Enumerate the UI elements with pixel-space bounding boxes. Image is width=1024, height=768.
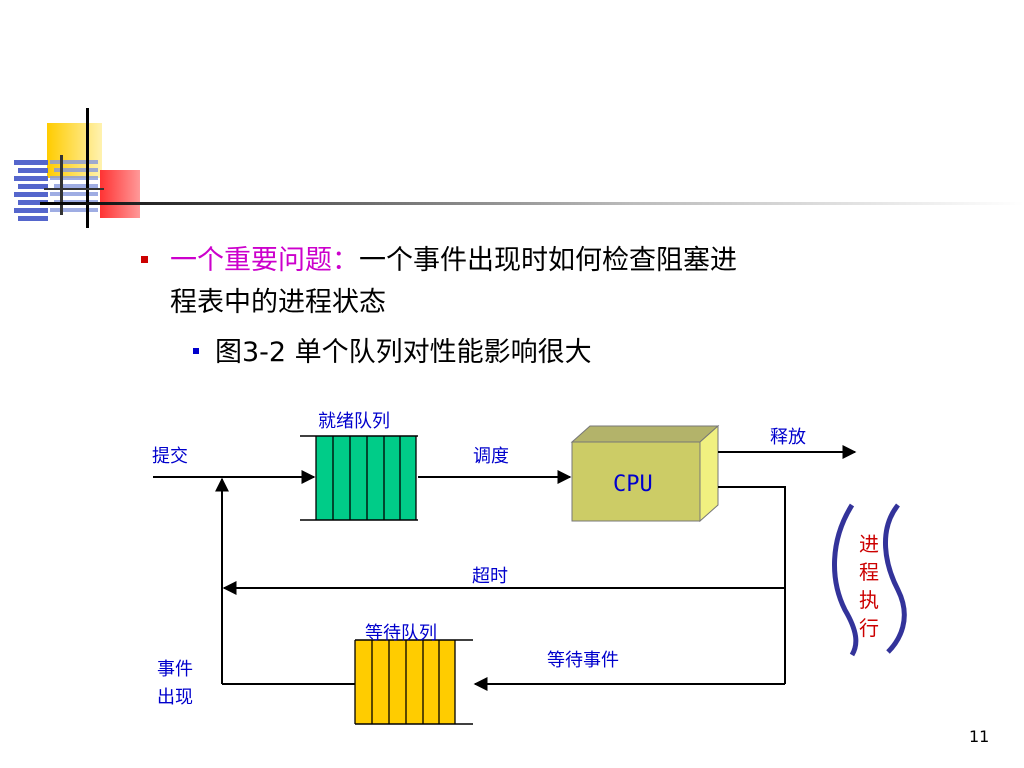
process-exec-char-4: 行 [859,616,879,640]
process-exec-char-3: 执 [859,588,879,612]
bullet-1-line-2: 程表中的进程状态 [170,287,386,318]
submit-label: 提交 [152,446,188,467]
process-exec-char-2: 程 [859,560,879,584]
bullet-1-text: 一个事件出现时如何检查阻塞进 [359,245,737,276]
ready-queue-label: 就绪队列 [318,411,390,432]
bullet-marker-1 [141,256,148,263]
dispatch-label: 调度 [473,446,509,467]
event-occurs-label-1: 事件 [157,659,193,680]
wait-queue-label: 等待队列 [365,623,437,644]
bullet-1-highlight: 一个重要问题： [170,245,359,276]
header-decoration-graphic [14,108,1024,228]
timeout-label: 超时 [472,566,508,587]
process-exec-left-brace [832,503,859,657]
release-label: 释放 [770,427,806,448]
process-exec-char-1: 进 [859,532,879,556]
ready-queue [300,435,418,521]
cpu-return-line [718,486,786,684]
cpu-box [570,424,720,523]
wait-queue [354,639,473,725]
bullet-2-text: 图3-2 单个队列对性能影响很大 [215,337,592,368]
event-occurs-label-2: 出现 [157,687,193,708]
wait-event-label: 等待事件 [547,650,619,671]
page-number: 11 [969,727,990,746]
cpu-label: CPU [613,472,653,497]
process-exec-right-brace [883,503,907,654]
header-decoration [0,100,1024,240]
bullet-1-line-1: 一个重要问题：一个事件出现时如何检查阻塞进 [170,238,737,277]
bullet-marker-2 [193,348,199,354]
